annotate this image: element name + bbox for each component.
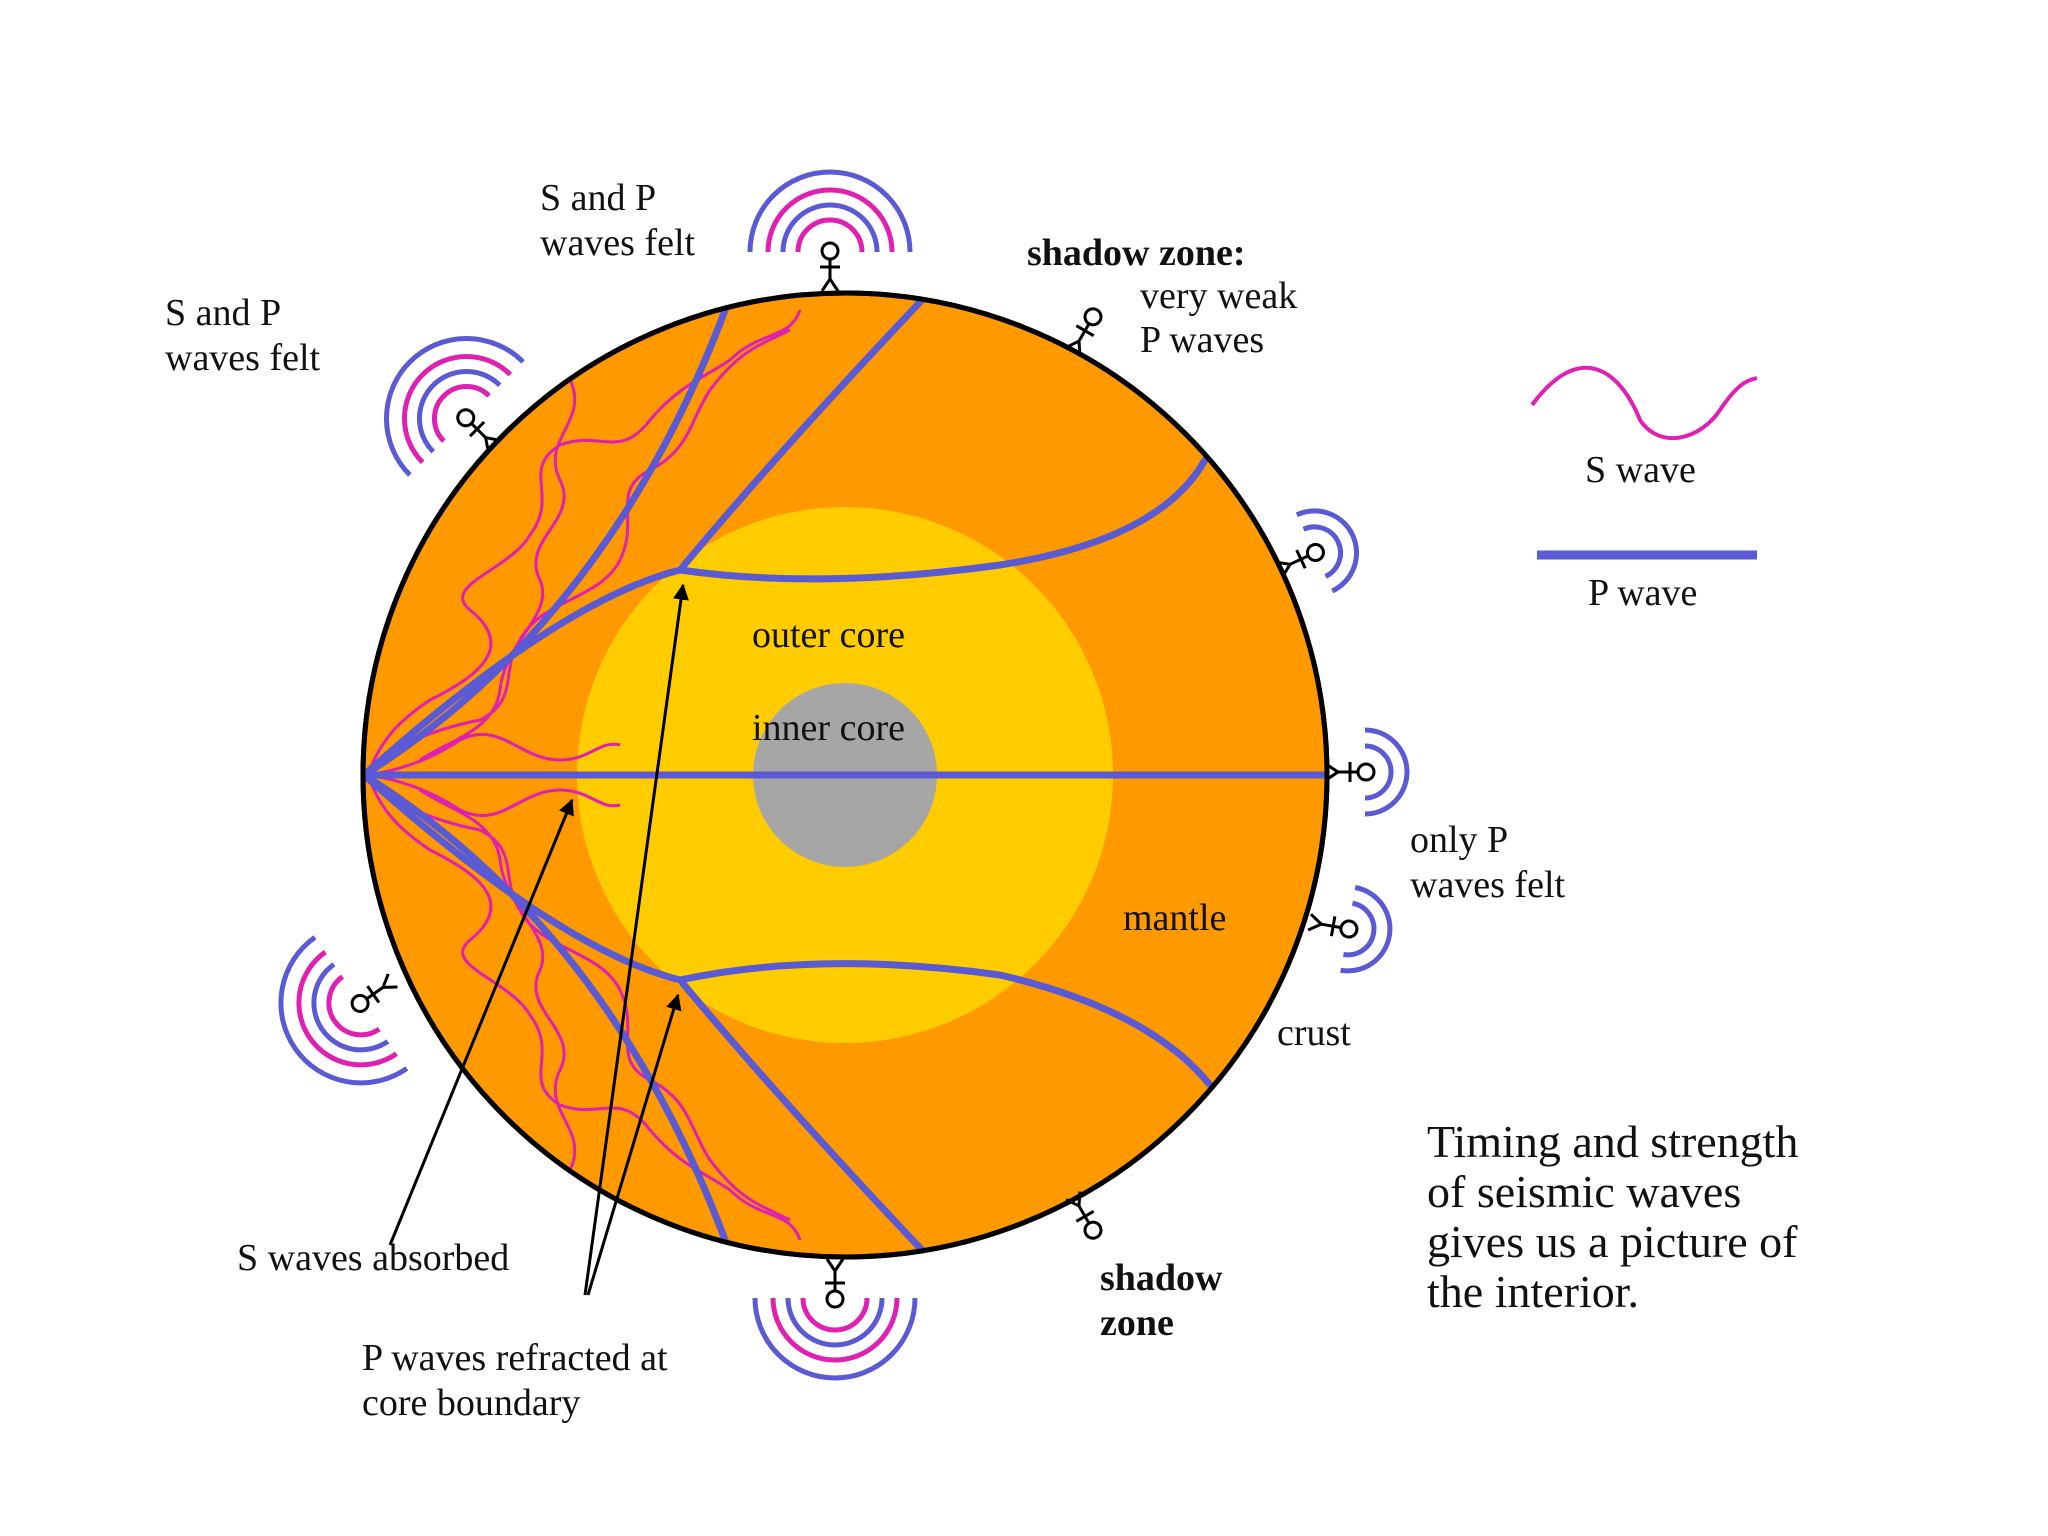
person-icon (820, 241, 840, 292)
wave-arcs-icon (752, 1297, 918, 1381)
sp-top-label-2: waves felt (540, 222, 696, 264)
s-absorbed-label: S waves absorbed (237, 1237, 509, 1279)
sp-left-label-2: waves felt (165, 337, 321, 379)
arrow-p-refracted-top (583, 583, 689, 1296)
shadow-bottom-label-2: zone (1100, 1302, 1174, 1344)
s-wave-path (366, 774, 802, 1241)
wave-arcs-icon (1295, 508, 1360, 594)
person-icon (1275, 542, 1325, 578)
p-wave-path (676, 960, 1214, 1089)
caption: Timing and strength of seismic waves giv… (1427, 1116, 1798, 1317)
legend-p-wave-label: P wave (1588, 572, 1697, 614)
person-icon (1065, 1191, 1103, 1240)
arrow-s-absorbed (388, 798, 574, 1246)
legend: S wave P wave (1530, 365, 1758, 614)
only-p-label-2: waves felt (1410, 864, 1566, 906)
caption-line-2: of seismic waves (1427, 1166, 1741, 1217)
station-bottom (752, 1258, 918, 1381)
person-icon (456, 408, 500, 452)
station-shadow-top (1065, 307, 1103, 356)
p-wave-paths (363, 296, 1327, 1254)
p-refracted-label-2: core boundary (362, 1382, 580, 1424)
person-icon (1325, 762, 1376, 782)
p-wave-path (363, 301, 731, 779)
s-wave-path (367, 773, 621, 817)
inner-core-label: inner core (752, 707, 905, 749)
caption-line-1: Timing and strength (1427, 1116, 1798, 1167)
person-icon (1065, 307, 1103, 356)
p-wave-path (676, 456, 1209, 583)
p-refracted-label-1: P waves refracted at (362, 1337, 668, 1379)
shadow-top-label-3: P waves (1140, 319, 1264, 361)
wave-arcs-icon (278, 935, 409, 1086)
s-wave-path (366, 773, 791, 1222)
caption-line-3: gives us a picture of (1427, 1216, 1798, 1267)
wave-arcs-icon (384, 336, 525, 477)
mantle-label: mantle (1123, 897, 1226, 939)
station-right-upper (1275, 508, 1360, 594)
legend-s-wave-swatch (1530, 365, 1758, 440)
shadow-top-label-1: shadow zone: (1027, 232, 1246, 274)
s-wave-path (366, 328, 791, 777)
station-left-bottom (278, 935, 409, 1086)
station-top (747, 169, 913, 292)
outer-core-label: outer core (752, 614, 905, 656)
p-wave-path (363, 771, 731, 1249)
sp-top-label-1: S and P (540, 177, 656, 219)
only-p-label-1: only P (1410, 819, 1508, 861)
shadow-bottom-label-1: shadow (1100, 1257, 1223, 1299)
person-icon (350, 973, 398, 1013)
legend-s-wave-label: S wave (1585, 449, 1696, 491)
s-wave-path (367, 733, 621, 777)
wave-arcs-icon (747, 169, 913, 253)
s-wave-path (419, 379, 577, 762)
wave-arcs-icon (1364, 727, 1410, 817)
station-right-middle (1325, 727, 1410, 817)
arrows (388, 583, 689, 1296)
person-icon (825, 1258, 845, 1309)
station-shadow-bottom (1065, 1191, 1103, 1240)
sp-left-label-1: S and P (165, 292, 281, 334)
s-wave-path (419, 788, 577, 1171)
caption-line-4: the interior. (1427, 1266, 1639, 1317)
wave-arcs-icon (1340, 885, 1393, 974)
person-icon (1307, 913, 1359, 939)
s-wave-paths (366, 309, 802, 1241)
shadow-top-label-2: very weak (1140, 275, 1297, 317)
s-wave-path (366, 309, 802, 776)
arrow-p-refracted-bottom (586, 993, 682, 1296)
station-left-top (384, 336, 525, 477)
crust-label: crust (1277, 1012, 1351, 1054)
station-right-lower (1307, 885, 1393, 974)
